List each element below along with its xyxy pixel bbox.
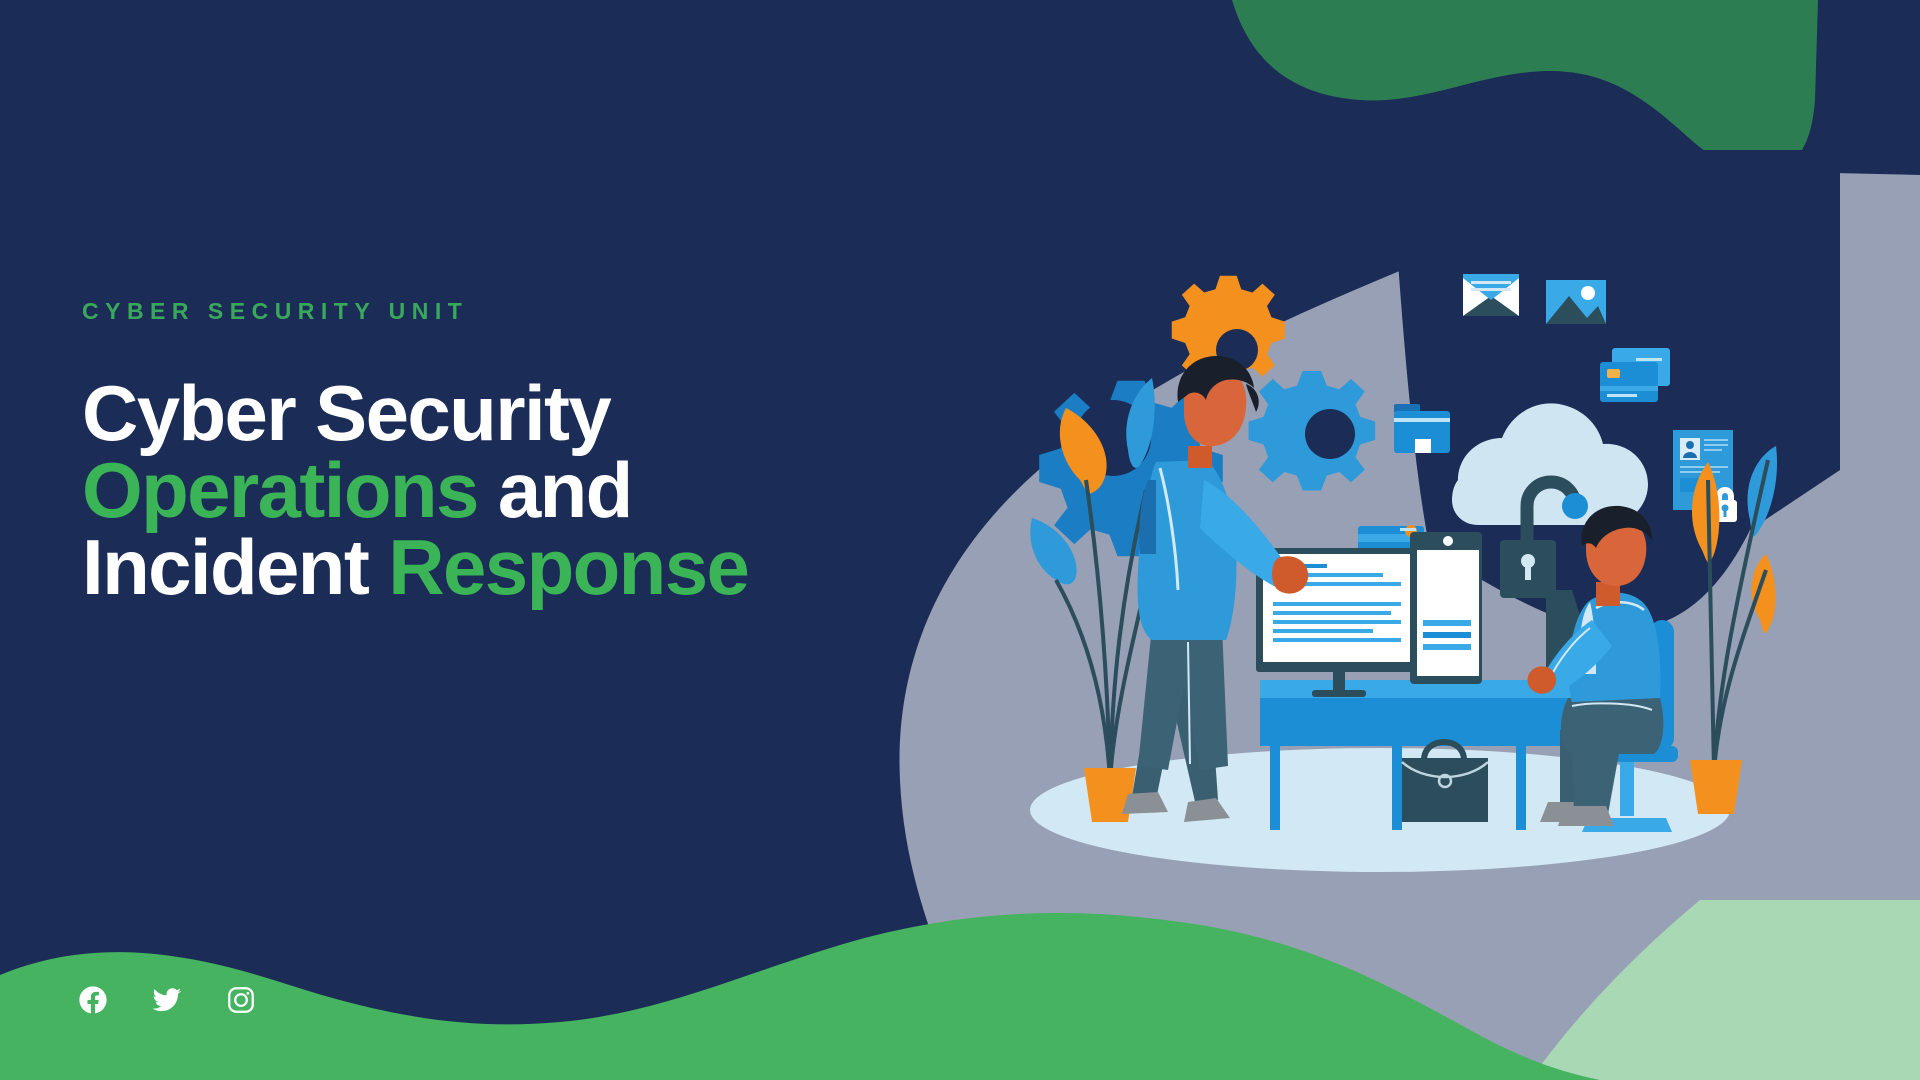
photo-icon: [1546, 280, 1606, 324]
green-blob-top: [1232, 0, 1818, 174]
hero-text-block: CYBER SECURITY UNIT Cyber Security Opera…: [82, 300, 922, 607]
illustration-cyber-team: [995, 150, 1840, 872]
title-segment: and: [477, 446, 633, 535]
green-wave-bottom: [0, 913, 1600, 1080]
title-segment: Incident: [82, 523, 389, 612]
title-line-2: Operations and: [82, 451, 922, 529]
desk: [1260, 680, 1616, 830]
gear-small-blue: [1248, 370, 1376, 491]
eyebrow-label: CYBER SECURITY UNIT: [82, 298, 469, 324]
title-line-3: Incident Response: [82, 528, 922, 606]
social-links: [78, 985, 256, 1015]
title-line-1: Cyber Security: [82, 374, 922, 452]
envelope-icon: [1463, 274, 1519, 316]
cloud-unlocked-icon: [1452, 403, 1648, 598]
title-segment-highlight: Operations: [82, 446, 479, 535]
facebook-icon[interactable]: [78, 985, 108, 1015]
tablet-screen: [1410, 532, 1482, 684]
lock-badge: [1713, 487, 1737, 522]
folder-icon: [1394, 404, 1450, 453]
instagram-icon[interactable]: [226, 985, 256, 1015]
green-wave-light: [1530, 900, 1920, 1080]
briefcase: [1401, 738, 1489, 822]
potted-plant-right: [1690, 446, 1778, 814]
twitter-icon[interactable]: [152, 985, 182, 1015]
credit-cards-stack-icon: [1600, 348, 1670, 402]
title-segment-highlight: Response: [388, 523, 750, 612]
title-segment: Cyber Security: [82, 369, 612, 457]
standing-person: [1122, 356, 1309, 822]
seated-person: [1527, 505, 1664, 826]
